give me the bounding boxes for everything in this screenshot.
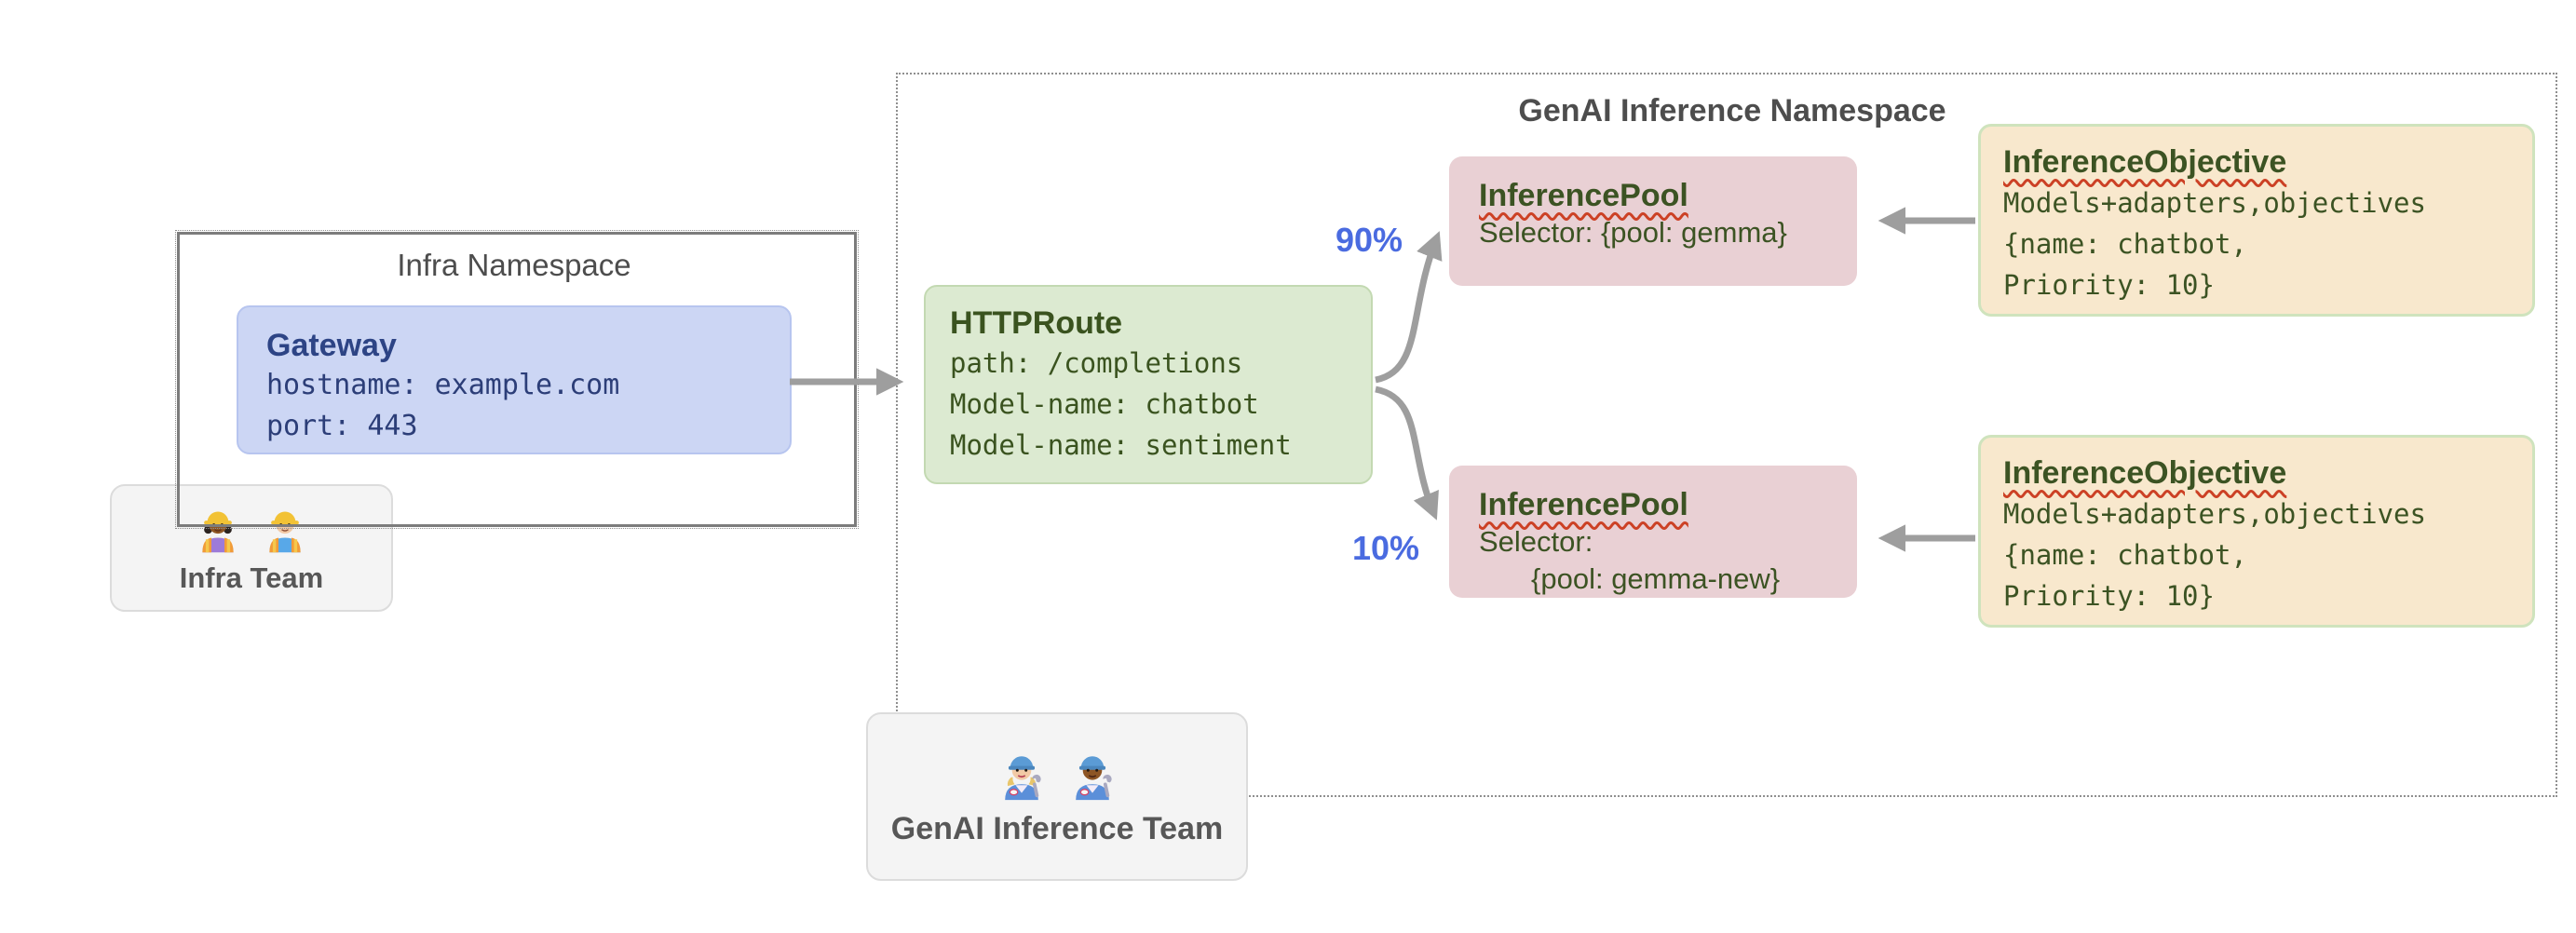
genai-namespace-frame (896, 73, 2557, 797)
gateway-port: port: 443 (266, 410, 418, 442)
httproute-model-chatbot: Model-name: chatbot (950, 388, 1259, 420)
genai-team-label: GenAI Inference Team (890, 811, 1224, 846)
infra-team-card: Infra Team (110, 484, 393, 612)
woman-construction-worker-icon (202, 511, 234, 552)
woman-mechanic-icon (1005, 756, 1041, 801)
inference-pool-bottom-selector: Selector: (1479, 525, 1593, 558)
man-mechanic-icon (1076, 756, 1112, 801)
httproute-path: path: /completions (950, 347, 1243, 379)
inference-pool-top-box: InferencePool Selector: {pool: gemma} (1449, 156, 1857, 286)
genai-team-icons (994, 746, 1120, 802)
inference-objective-top-title: InferenceObjective (2003, 144, 2287, 180)
infra-team-label: Infra Team (179, 561, 324, 594)
infra-team-icons (192, 502, 311, 554)
route-weight-90: 90% (1335, 221, 1403, 259)
inference-objective-top-line3: Priority: 10} (2003, 269, 2215, 301)
infra-namespace-title: Infra Namespace (397, 248, 631, 282)
inference-objective-bottom-title: InferenceObjective (2003, 455, 2287, 491)
gateway-title: Gateway (266, 328, 397, 363)
inference-pool-top-title: InferencePool (1479, 178, 1688, 213)
inference-pool-top-selector: Selector: {pool: gemma} (1479, 216, 1787, 249)
man-construction-worker-icon (269, 511, 301, 552)
httproute-box: HTTPRoute path: /completions Model-name:… (924, 285, 1373, 484)
genai-team-card: GenAI Inference Team (866, 712, 1248, 881)
inference-objective-top-box: InferenceObjective Models+adapters,objec… (1978, 124, 2535, 317)
inference-objective-top-line1: Models+adapters,objectives (2003, 187, 2426, 219)
httproute-model-sentiment: Model-name: sentiment (950, 429, 1292, 461)
inference-objective-bottom-line3: Priority: 10} (2003, 580, 2215, 612)
httproute-title: HTTPRoute (950, 305, 1123, 341)
inference-pool-bottom-selector-value: {pool: gemma-new} (1531, 562, 1781, 595)
inference-objective-top-line2: {name: chatbot, (2003, 228, 2247, 260)
gateway-hostname: hostname: example.com (266, 369, 620, 401)
gateway-box: Gateway hostname: example.com port: 443 (237, 305, 792, 454)
inference-pool-bottom-title: InferencePool (1479, 487, 1688, 522)
inference-objective-bottom-line1: Models+adapters,objectives (2003, 498, 2426, 530)
inference-objective-bottom-line2: {name: chatbot, (2003, 539, 2247, 571)
route-weight-10: 10% (1351, 529, 1420, 567)
genai-namespace-title: GenAI Inference Namespace (1518, 93, 1946, 128)
inference-objective-bottom-box: InferenceObjective Models+adapters,objec… (1978, 435, 2535, 628)
inference-pool-bottom-box: InferencePool Selector: {pool: gemma-new… (1449, 466, 1857, 598)
